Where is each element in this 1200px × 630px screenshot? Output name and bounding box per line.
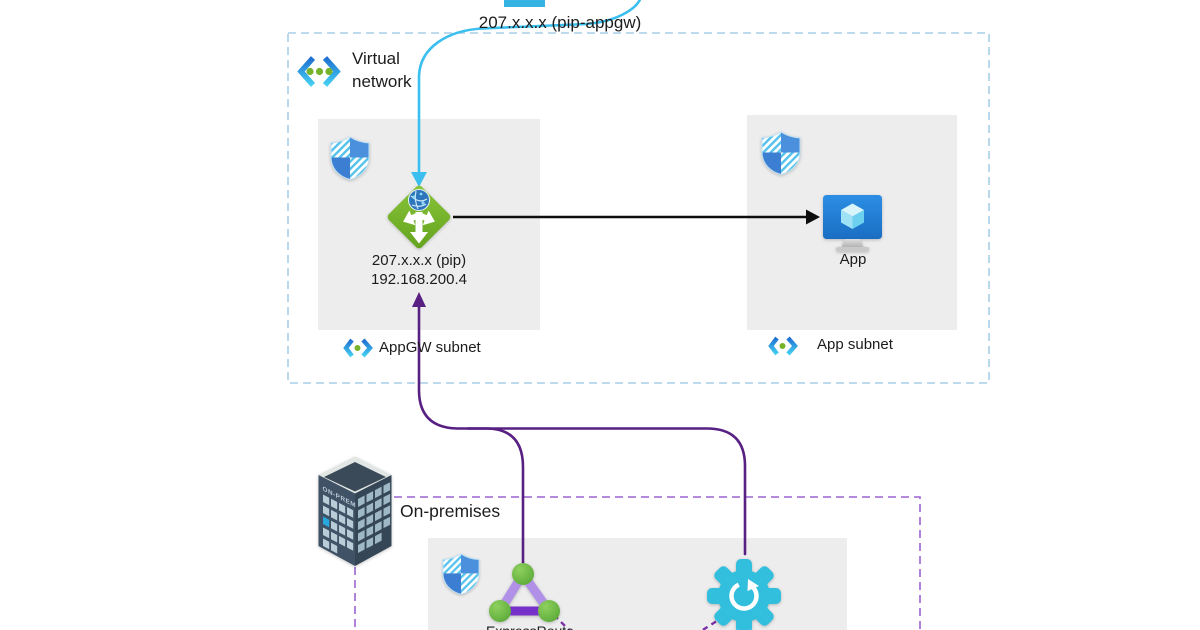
appgw-subnet-label: AppGW subnet [379,339,481,356]
building-icon: ON-PREM [318,456,392,566]
gateway-to-app-arrow [453,209,820,225]
virtual-network-label: Virtual network [352,49,412,91]
service-gear-icon [707,559,781,630]
app-vm-icon [823,195,882,252]
cube-glyph [841,203,864,229]
app-subnet-label: App subnet [817,336,893,353]
public-ip-label: 207.x.x.x (pip-appgw) [478,13,642,32]
on-premises-label: On-premises [400,501,501,521]
clipped-internet-icon [504,0,545,7]
nsg-shield-icon-appgw [330,136,370,181]
virtual-network-border [287,32,990,384]
virtual-network-icon [297,56,341,87]
gateway-globe [408,189,430,211]
nsg-shield-icon-app [761,131,801,176]
expressroute-icon [489,563,560,622]
app-subnet-icon [768,336,798,356]
gateway-private-ip: 192.168.200.4 [371,271,467,288]
expressroute-label: ExpressRoute [460,623,600,630]
app-label: App [839,251,867,268]
appgw-subnet-icon [343,338,373,358]
inbound-flow-arrow [411,0,642,187]
gateway-public-ip: 207.x.x.x (pip) [371,252,467,269]
on-premises-border [354,496,921,630]
nsg-shield-icon-onprem [442,553,480,595]
onprem-to-gateway-flows [412,292,747,565]
app-gateway-icon [387,185,451,249]
